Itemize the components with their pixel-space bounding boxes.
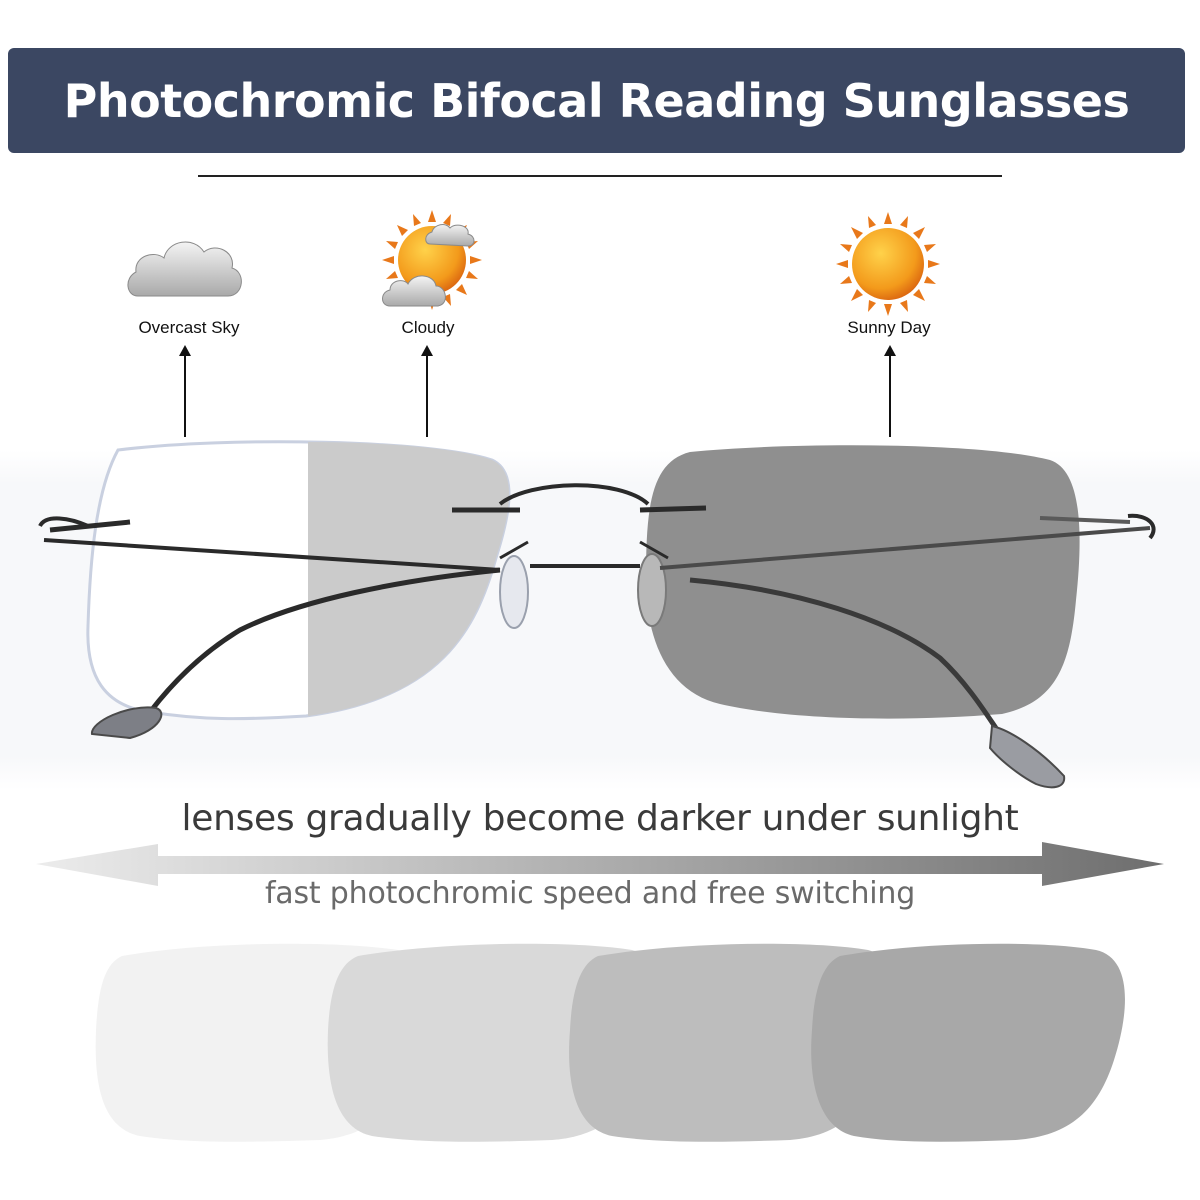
arrow-to-sunny	[884, 345, 896, 437]
eyeglasses-illustration	[0, 440, 1200, 790]
arrow-to-cloudy	[421, 345, 433, 437]
lens-tint-row	[95, 943, 1125, 1142]
caption-sub: fast photochromic speed and free switchi…	[264, 876, 916, 911]
weather-label-overcast: Overcast Sky	[138, 318, 240, 337]
cloud-icon	[124, 232, 246, 308]
weather-label-cloudy: Cloudy	[401, 318, 455, 337]
sun-icon	[834, 210, 942, 322]
title-banner: Photochromic Bifocal Reading Sunglasses	[8, 48, 1185, 153]
gradient-arrow	[36, 842, 1164, 886]
sun-with-clouds-icon	[380, 208, 490, 322]
weather-label-sunny: Sunny Day	[847, 318, 931, 337]
lens-tint-2	[327, 943, 654, 1142]
arrow-to-overcast	[179, 345, 191, 437]
lens-tint-4	[811, 943, 1125, 1142]
caption-main: lenses gradually become darker under sun…	[181, 798, 1019, 839]
title-divider	[198, 175, 1002, 177]
page-title: Photochromic Bifocal Reading Sunglasses	[63, 73, 1130, 128]
lens-tint-3	[569, 943, 890, 1142]
